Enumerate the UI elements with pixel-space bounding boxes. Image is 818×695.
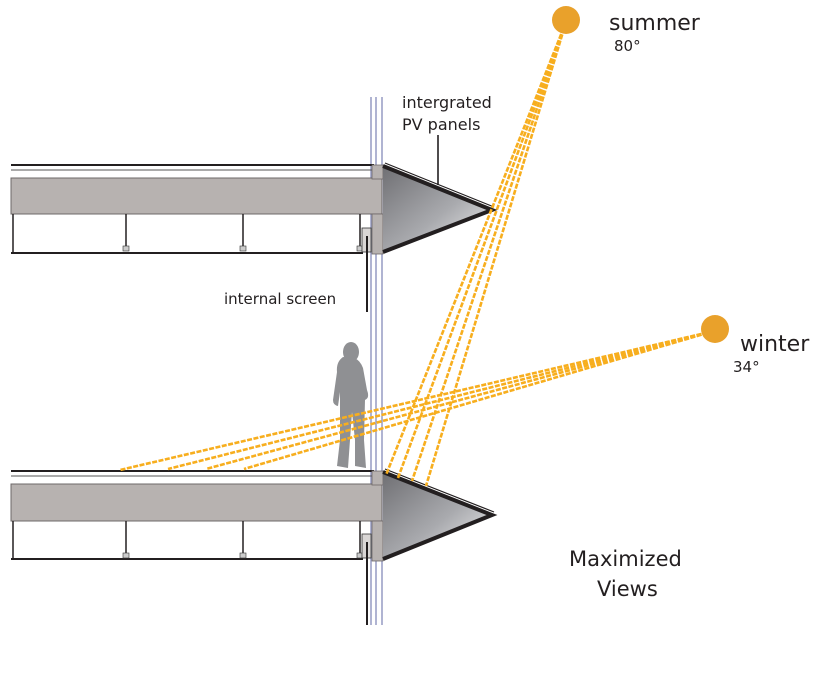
upper-pv-fin xyxy=(382,135,498,254)
view-cone xyxy=(360,352,745,688)
maximized-views-label-line1: Maximized xyxy=(569,547,682,571)
winter-angle-label: 34° xyxy=(733,358,760,376)
sun-rays xyxy=(119,21,715,487)
winter-ray xyxy=(167,329,715,471)
summer-angle-label: 80° xyxy=(614,37,641,55)
summer-ray xyxy=(396,21,568,479)
summer-label: summer xyxy=(609,11,701,36)
summer-sun-icon xyxy=(552,6,580,34)
winter-label: winter xyxy=(740,332,810,357)
pv-panels-label-line1: intergrated xyxy=(402,93,492,112)
winter-ray xyxy=(205,329,715,471)
winter-ray xyxy=(119,329,715,472)
summer-ray xyxy=(410,21,568,482)
pv-panels-label-line2: PV panels xyxy=(402,115,480,134)
winter-ray xyxy=(243,329,715,471)
lower-floor-slab xyxy=(10,470,384,625)
summer-ray xyxy=(424,21,568,487)
lower-pv-fin xyxy=(382,468,498,561)
upper-floor-slab xyxy=(10,164,384,312)
maximized-views-label-line2: Views xyxy=(597,577,658,601)
winter-sun-icon xyxy=(701,315,729,343)
person-silhouette xyxy=(333,342,369,468)
internal-screen-label: internal screen xyxy=(224,290,336,308)
